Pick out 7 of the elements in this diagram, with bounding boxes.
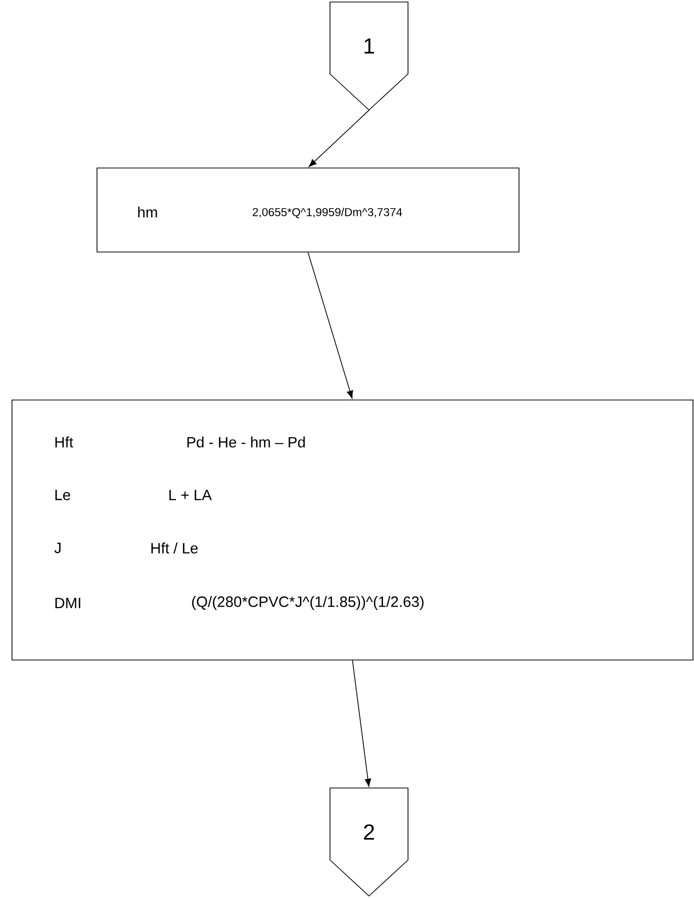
off-page-connector: 1 (330, 2, 408, 111)
arrow (308, 110, 370, 167)
off-page-connector: 2 (330, 788, 408, 897)
process-box: hm 2,0655*Q^1,9959/Dm^3,7374 (96, 168, 520, 252)
arrow (352, 660, 372, 787)
arrow (308, 252, 354, 398)
process-box: Hft Pd - He - hm – Pd Le L + LA J Hft / Le DMI (Q/(280*CPVC*J^(1/1.85))^(1/2.63) (12, 400, 694, 660)
